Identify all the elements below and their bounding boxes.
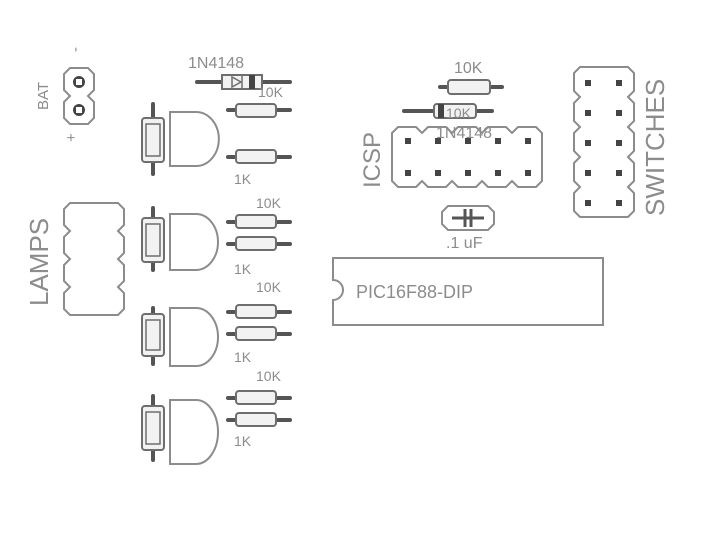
diode-top-label: 1N4148 <box>188 55 244 72</box>
battery-connector: BAT - + <box>35 47 95 142</box>
icsp-pad-row-top <box>405 138 531 144</box>
icsp-resistor-10k: 10K <box>438 60 504 95</box>
driver-stage-1: 10K 1K <box>141 84 292 187</box>
res-1k-a-label: 1K <box>234 171 252 187</box>
res-10k-b-label: 10K <box>256 195 282 211</box>
icsp-pad-row-bottom <box>405 170 531 176</box>
capacitor: .1 uF <box>441 205 495 252</box>
overlap-10k-label: 10K <box>446 105 472 121</box>
icsp-header: ICSP <box>359 126 543 188</box>
icsp-diode: 10K 1N4148 <box>402 103 494 142</box>
switches-header: SWITCHES <box>573 66 670 218</box>
battery-plus-label: + <box>63 133 80 142</box>
res-10k-d-label: 10K <box>256 368 282 384</box>
icsp-label: ICSP <box>359 132 386 188</box>
switch-pads <box>585 80 622 206</box>
battery-minus-label: - <box>67 47 84 52</box>
driver-stage-3: 10K 1K <box>141 279 292 367</box>
pic-chip: PIC16F88-DIP <box>332 257 604 326</box>
chip-label: PIC16F88-DIP <box>356 282 473 302</box>
switches-label: SWITCHES <box>640 79 670 216</box>
lamps-connector: LAMPS <box>24 202 125 316</box>
driver-stage-4: 10K 1K <box>141 368 292 465</box>
lamps-label: LAMPS <box>24 218 54 306</box>
diode-top: 1N4148 <box>188 55 292 90</box>
res-1k-b-label: 1K <box>234 261 252 277</box>
res-1k-d-label: 1K <box>234 433 252 449</box>
res-1k-c-label: 1K <box>234 349 252 365</box>
capacitor-label: .1 uF <box>446 235 483 252</box>
driver-stage-2: 10K 1K <box>141 195 292 277</box>
res-10k-e-label: 10K <box>454 60 483 77</box>
res-10k-a-label: 10K <box>258 84 284 100</box>
res-10k-c-label: 10K <box>256 279 282 295</box>
battery-label: BAT <box>35 82 52 110</box>
